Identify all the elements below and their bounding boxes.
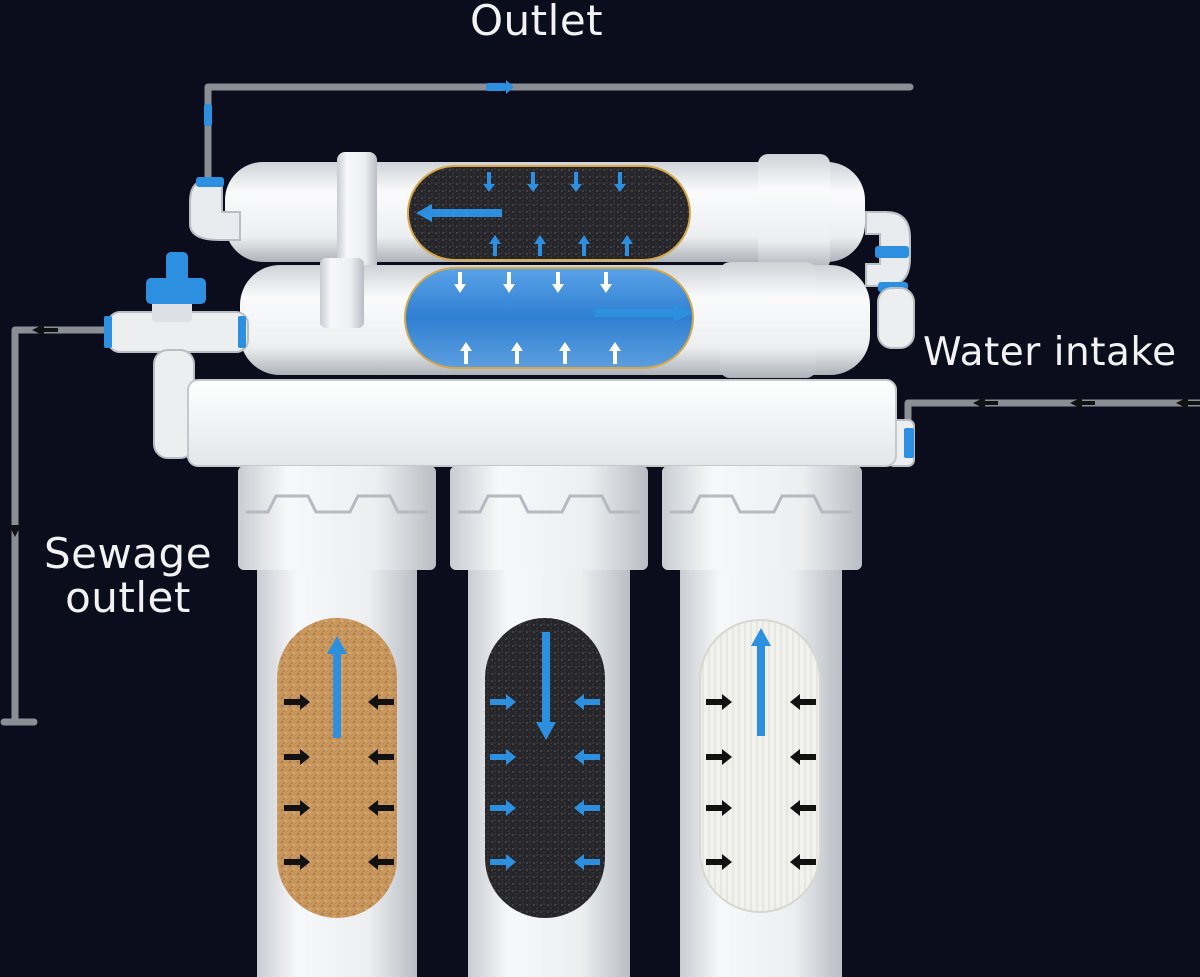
right-elbow-ring-icon	[875, 246, 909, 258]
sewage-outlet-label: Sewage outlet	[28, 532, 228, 620]
outlet-label: Outlet	[470, 0, 604, 45]
down-arrow-icon	[536, 722, 556, 740]
intake-arrow-1-icon	[973, 397, 998, 409]
intake-ring-icon	[904, 428, 914, 458]
membrane-flow-arrows	[454, 272, 621, 364]
intake-arrow-2-icon	[1070, 397, 1095, 409]
valve-right-ring-icon	[238, 316, 246, 348]
water-intake-pipe	[904, 399, 1200, 442]
outlet-vertical-flow-icon	[204, 104, 212, 126]
valve-handle-icon	[146, 278, 206, 304]
carbon-block-filter-core	[485, 618, 605, 918]
sewage-outlet-label-line2: outlet	[65, 573, 191, 622]
sewage-down-arrow-icon	[9, 525, 21, 537]
up-arrow-icon	[327, 636, 347, 654]
membrane-outflow-arrow-icon	[594, 304, 692, 322]
right-connector	[877, 287, 915, 349]
pp-cotton-filter-core	[277, 618, 397, 918]
valve-stem	[152, 300, 192, 322]
up-arrow-icon	[751, 628, 771, 646]
ceramic-filter-core	[699, 619, 821, 913]
stage-1-housing	[238, 466, 436, 977]
pipe-flow-arrows	[9, 80, 1200, 537]
sewage-arrow-icon	[32, 324, 58, 336]
sewage-outlet-pipe	[11, 326, 112, 726]
membrane-core	[404, 267, 694, 369]
top-left-elbow-ring-icon	[196, 177, 224, 187]
stage-1-flow-arrows	[284, 636, 394, 870]
stage-2-flow-arrows	[490, 632, 600, 870]
fittings	[104, 177, 915, 467]
outlet-flow-arrowhead-icon	[506, 80, 514, 94]
membrane-cartridge	[240, 258, 870, 378]
outlet-pipe	[204, 83, 914, 189]
intake-arrow-3-icon	[1176, 397, 1200, 409]
valve-left-ring-icon	[104, 316, 112, 348]
stage-3-flow-arrows	[706, 628, 816, 870]
sewage-outlet-label-line1: Sewage	[43, 529, 213, 578]
water-intake-label: Water intake	[923, 330, 1177, 375]
stage-2-housing	[450, 466, 648, 977]
post-carbon-cartridge	[225, 152, 865, 272]
mounting-plate	[187, 379, 897, 467]
valve-handle-top-icon	[166, 252, 188, 282]
post-carbon-flow-arrows	[416, 172, 633, 256]
outlet-flow-arrow-icon	[486, 83, 506, 91]
